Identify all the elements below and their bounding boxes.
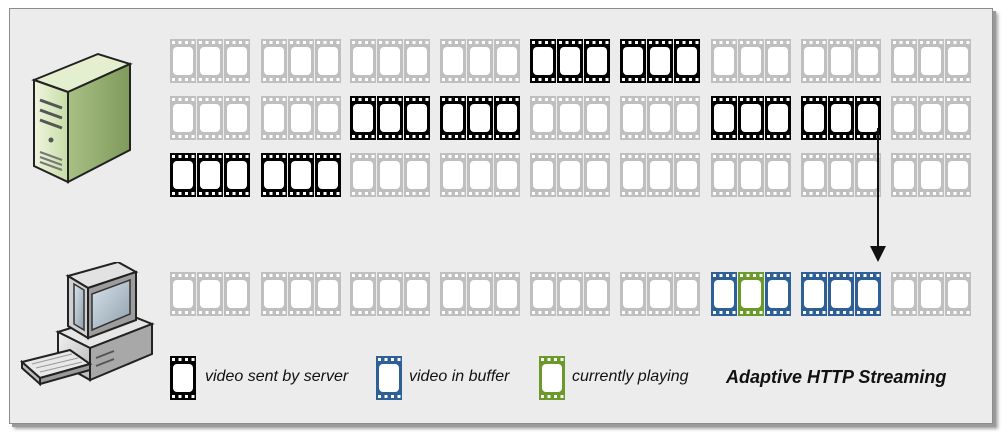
client-film-strip [261, 272, 341, 316]
server-film-strip [620, 153, 700, 197]
server-film-strip [891, 39, 971, 83]
server-film-strip [891, 96, 971, 140]
server-film-strip [801, 153, 881, 197]
legend-film-icon-black [170, 356, 196, 400]
diagram-title: Adaptive HTTP Streaming [726, 367, 947, 387]
client-film-strip [440, 272, 520, 316]
server-film-strip [801, 39, 881, 83]
server-film-strip [350, 153, 430, 197]
server-film-strip [170, 96, 250, 140]
server-film-strip [350, 39, 430, 83]
server-film-strip [261, 39, 341, 83]
server-film-strip [801, 96, 881, 140]
server-film-strip [350, 96, 430, 140]
legend-film-icon-blue [376, 356, 402, 400]
server-film-strip [170, 153, 250, 197]
server-film-strip [261, 96, 341, 140]
server-film-strip [530, 96, 610, 140]
legend-label-buffer: video in buffer [409, 368, 510, 385]
client-film-strip [530, 272, 610, 316]
desktop-computer-icon [19, 262, 155, 387]
server-film-strip [891, 153, 971, 197]
client-film-strip [891, 272, 971, 316]
server-film-strip [530, 153, 610, 197]
server-film-strip [620, 39, 700, 83]
server-tower-icon [31, 52, 133, 184]
server-film-strip [440, 153, 520, 197]
legend-label-sent: video sent by server [205, 368, 349, 385]
client-film-strip [350, 272, 430, 316]
server-film-strip [440, 96, 520, 140]
server-film-strip [711, 153, 791, 197]
client-film-strip [801, 272, 881, 316]
server-film-strip [261, 153, 341, 197]
client-film-strip [711, 272, 791, 316]
server-film-strip [170, 39, 250, 83]
client-film-strip [620, 272, 700, 316]
server-film-strip [530, 39, 610, 83]
server-film-strip [711, 39, 791, 83]
legend-film-icon-green [539, 356, 565, 400]
server-film-strip [620, 96, 700, 140]
server-film-strip [711, 96, 791, 140]
client-film-strip [170, 272, 250, 316]
legend-label-playing: currently playing [572, 368, 689, 385]
server-film-strip [440, 39, 520, 83]
